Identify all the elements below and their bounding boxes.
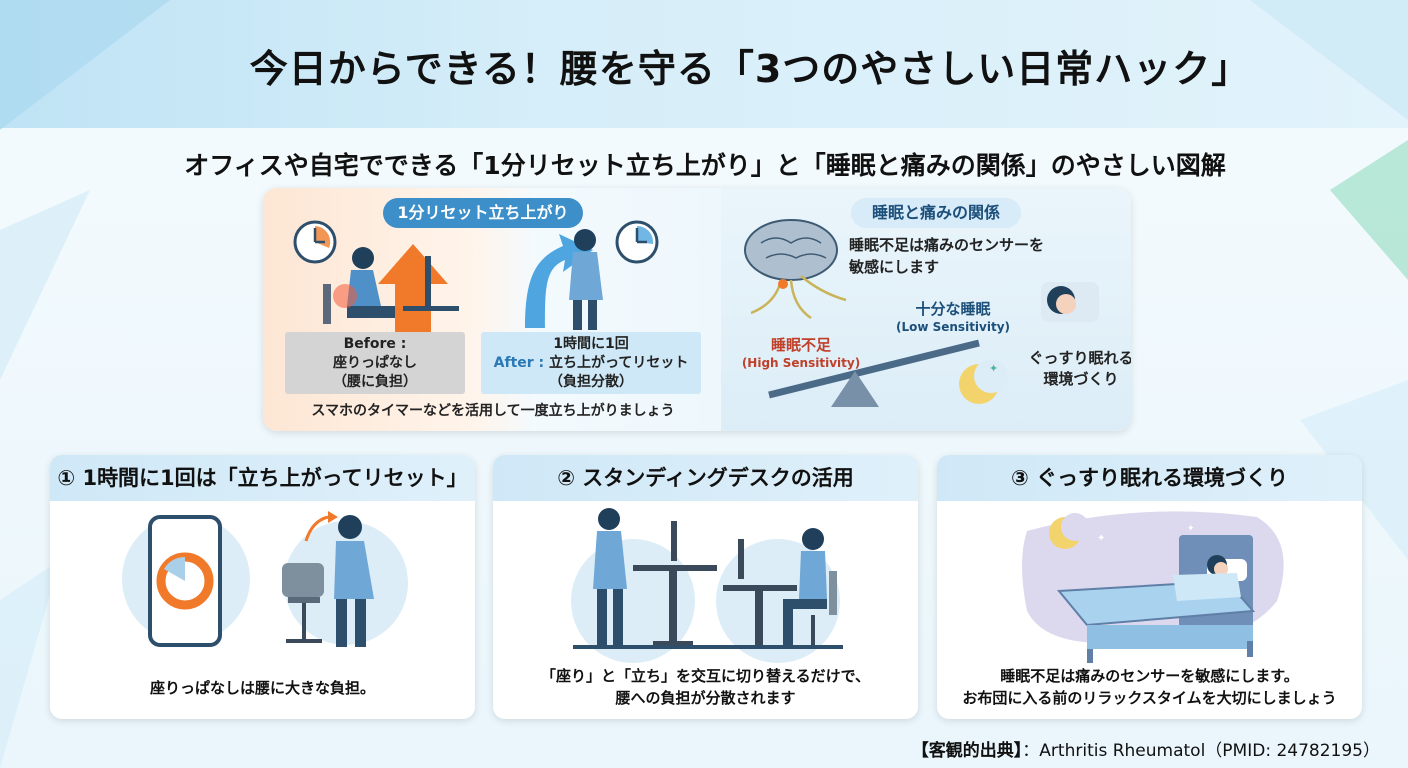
- timer-tip: スマホのタイマーなどを活用して一度立ち上がりましょう: [311, 403, 675, 419]
- svg-text:✦: ✦: [989, 362, 998, 375]
- after-frequency: 1時間に1回: [553, 336, 629, 352]
- page-title: 今日からできる！腰を守る「3つのやさしい日常ハック」: [249, 47, 1251, 91]
- sleep-environment-label: ぐっすり眠れる 環境づくり: [1021, 348, 1131, 390]
- after-label: After :: [493, 355, 550, 371]
- source-label: 【客観的出典】: [911, 741, 1023, 761]
- env-line1: ぐっすり眠れる: [1028, 349, 1131, 367]
- good-sleep-text: 十分な睡眠: [915, 300, 991, 318]
- reset-standing-illustration: [293, 220, 659, 333]
- tip-card-1: ① 1時間に1回は「立ち上がってリセット」 座りっぱなしは腰に大きな負担。: [50, 455, 475, 719]
- tip-card-2-illustration: [571, 508, 843, 663]
- after-box: 1時間に1回 After : 立ち上がってリセット （負担分散）: [481, 332, 701, 394]
- before-label: Before :: [343, 336, 407, 352]
- sleep-pain-pill: 睡眠と痛みの関係: [851, 198, 1021, 228]
- reset-standing-pill: 1分リセット立ち上がり: [383, 198, 583, 228]
- good-sleep-label: 十分な睡眠 (Low Sensitivity): [873, 300, 1033, 336]
- standing-person-icon: [569, 229, 603, 330]
- tip-card-1-title: ① 1時間に1回は「立ち上がってリセット」: [50, 455, 475, 501]
- tip-card-3-caption: 睡眠不足は痛みのセンサーを敏感にします。 お布団に入る前のリラックスタイムを大切…: [937, 665, 1362, 709]
- up-arrow-icon: [378, 244, 448, 333]
- sleep-description: 睡眠不足は痛みのセンサーを 敏感にします: [849, 234, 1089, 278]
- sleeping-person-icon: [1173, 555, 1247, 601]
- tip-card-2-caption-line1: 「座り」と「立ち」を交互に切り替えるだけで、: [541, 667, 870, 685]
- sleep-pain-section: 睡眠と痛みの関係 ✦: [721, 188, 1131, 431]
- clock-icon: [293, 220, 337, 264]
- reset-standing-section: 1分リセット立ち上がり: [263, 188, 721, 431]
- tip-card-2: ② スタンディングデスクの活用 「座り」と「立ち」を交互に: [493, 455, 918, 719]
- moon-icon: [1049, 513, 1089, 549]
- source-text: ：Arthritis Rheumatol（PMID: 24782195）: [1022, 741, 1380, 761]
- sleep-desc-line1: 睡眠不足は痛みのセンサーを: [849, 236, 1045, 254]
- smartphone-timer-icon: [122, 515, 250, 647]
- seesaw-icon: [768, 339, 980, 407]
- svg-text:✦: ✦: [1097, 533, 1105, 544]
- tip-card-1-caption: 座りっぱなしは腰に大きな負担。: [149, 679, 375, 697]
- before-box: Before : 座りっぱなし （腰に負担）: [285, 332, 465, 394]
- page-subtitle: オフィスや自宅でできる「1分リセット立ち上がり」と「睡眠と痛みの関係」のやさしい…: [184, 151, 1226, 180]
- tip-card-2-title: ② スタンディングデスクの活用: [493, 455, 918, 501]
- header-band: [0, 0, 1408, 128]
- sitting-desk-icon: [716, 528, 840, 663]
- tip-card-2-caption-line2: 腰への負担が分散されます: [615, 689, 796, 707]
- before-note: （腰に負担）: [333, 374, 417, 390]
- tip-card-3: ③ ぐっすり眠れる環境づくり ✦ ✦ ✦ 睡眠不足は痛みのセンサーを敏感にします…: [937, 455, 1362, 719]
- standing-desk-icon: [571, 508, 717, 663]
- tip-card-3-caption-line2: お布団に入る前のリラックスタイムを大切にしましょう: [962, 689, 1337, 707]
- tip-card-3-title: ③ ぐっすり眠れる環境づくり: [937, 455, 1362, 501]
- lack-sleep-label: 睡眠不足 (High Sensitivity): [721, 336, 881, 372]
- tip-card-3-illustration: ✦ ✦ ✦: [1022, 511, 1284, 663]
- brain-icon: [744, 219, 847, 320]
- sitting-person-icon: [323, 247, 459, 324]
- env-line2: 環境づくり: [1043, 370, 1119, 388]
- clock-icon: [615, 220, 659, 264]
- after-note: （負担分散）: [549, 374, 633, 390]
- good-sleep-sub: (Low Sensitivity): [895, 320, 1011, 334]
- lack-sleep-sub: (High Sensitivity): [741, 356, 861, 370]
- after-text: 立ち上がってリセット: [549, 355, 689, 371]
- source-citation: 【客観的出典】：Arthritis Rheumatol（PMID: 247821…: [820, 736, 1380, 761]
- sleeping-person-icon: [1041, 282, 1099, 322]
- tip-card-2-caption: 「座り」と「立ち」を交互に切り替えるだけで、 腰への負担が分散されます: [493, 665, 918, 709]
- standing-up-person-icon: [282, 511, 408, 647]
- overview-panel: 1分リセット立ち上がり: [263, 188, 1131, 431]
- tip-card-1-illustration: [122, 511, 408, 647]
- lack-sleep-text: 睡眠不足: [770, 336, 831, 354]
- moon-icon: ✦: [959, 359, 1008, 404]
- tip-card-3-caption-line1: 睡眠不足は痛みのセンサーを敏感にします。: [1000, 667, 1299, 685]
- sleep-desc-line2: 敏感にします: [849, 258, 940, 276]
- svg-text:✦: ✦: [1187, 524, 1195, 534]
- before-text: 座りっぱなし: [333, 355, 417, 371]
- sleep-pain-illustration: ✦: [744, 219, 1099, 407]
